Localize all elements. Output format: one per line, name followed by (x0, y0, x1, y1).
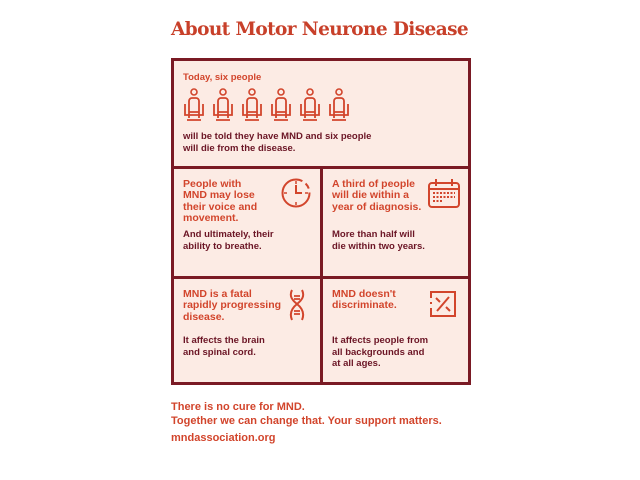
text-line: rapidly progressing (183, 299, 282, 312)
text-line: all backgrounds and (332, 346, 425, 358)
footer-no-cure: There is no cure for MND. (171, 401, 305, 413)
text-line: at all ages. (332, 358, 381, 369)
text-line: MND may lose (183, 189, 255, 202)
cell-body: More than half will die within two years… (332, 229, 425, 252)
footer-support: Together we can change that. Your suppor… (171, 415, 442, 427)
text-line: It affects people from (332, 335, 429, 346)
text-line: year of diagnosis. (332, 200, 422, 213)
calendar-icon (428, 179, 460, 208)
text-line: People with (183, 178, 242, 190)
text-line: And ultimately, their (183, 229, 274, 240)
cell-heading: A third of people will die within a year… (332, 178, 422, 213)
text-line: MND doesn't (332, 288, 396, 300)
person-icon (300, 88, 320, 121)
cell-body: It affects people from all backgrounds a… (332, 335, 428, 370)
clock-icon (281, 178, 311, 208)
person-icon (213, 88, 233, 121)
person-icon (242, 88, 262, 121)
cell-heading: MND is a fatal rapidly progressing disea… (183, 288, 282, 323)
person-icon (329, 88, 349, 121)
text-line: discriminate. (332, 299, 397, 312)
text-line: will die within a (332, 189, 410, 202)
cell-heading: People with MND may lose their voice and… (183, 178, 258, 224)
person-icon (184, 88, 204, 121)
info-panel: Today, six people will be told they have… (171, 58, 471, 385)
cell-body: It affects the brain and spinal cord. (183, 335, 265, 358)
page-title: About Motor Neurone Disease (171, 19, 469, 40)
cell-heading: MND doesn't discriminate. (332, 288, 397, 312)
dna-icon (289, 289, 305, 321)
text-line: A third of people (332, 178, 416, 190)
text-line: disease. (183, 310, 225, 323)
text-line: and spinal cord. (183, 346, 256, 358)
divider (320, 167, 323, 382)
cell-body: And ultimately, their ability to breathe… (183, 229, 274, 252)
person-icon (271, 88, 291, 121)
text-line: movement. (183, 211, 239, 224)
text-line: die within two years. (332, 240, 425, 252)
text-line: More than half will (332, 229, 415, 240)
text-line: will be told they have MND and six peopl… (183, 131, 372, 142)
top-heading: Today, six people (183, 72, 262, 83)
crossed-square-icon (430, 291, 456, 317)
text-line: will die from the disease. (183, 142, 296, 154)
text-line: their voice and (183, 200, 258, 213)
text-line: MND is a fatal (183, 288, 252, 300)
website-link[interactable]: mndassociation.org (171, 432, 276, 444)
top-body: will be told they have MND and six peopl… (183, 131, 371, 154)
text-line: ability to breathe. (183, 240, 262, 252)
text-line: It affects the brain (183, 335, 265, 346)
